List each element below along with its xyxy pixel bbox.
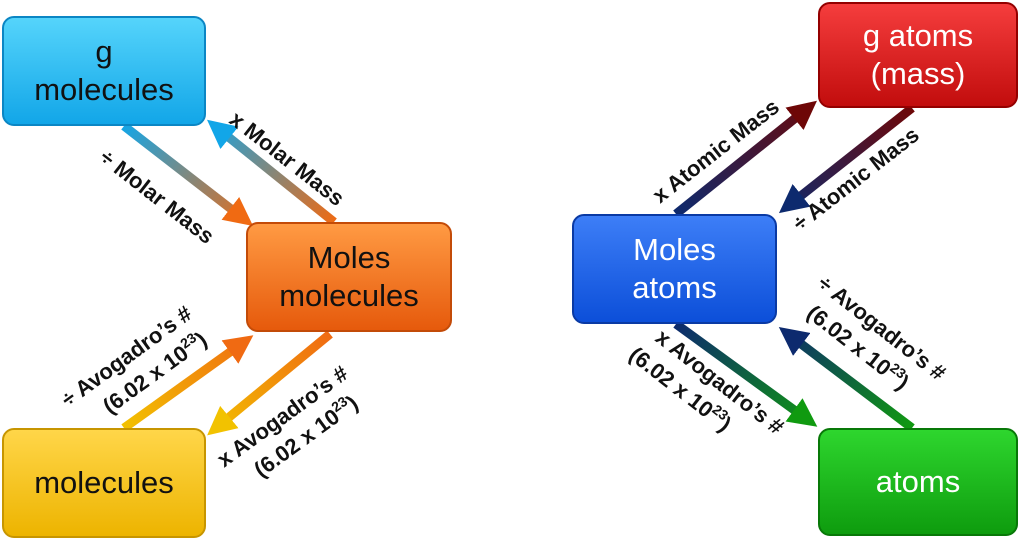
box-moles-molecules-line1: Moles <box>307 240 391 276</box>
arrow-moles-to-atoms <box>673 320 818 427</box>
label-x-avogadro: x Avogadro’s # (6.02 x 1023) <box>212 361 362 483</box>
box-g-molecules-line1: g <box>95 34 113 70</box>
box-g-molecules-line2: molecules <box>34 72 174 107</box>
label-atoms-div-avogadro: ÷ Avogadro’s # (6.02 x 1023) <box>802 270 950 395</box>
box-g-atoms-line1: g atoms <box>862 18 974 54</box>
box-moles-molecules-line2: molecules <box>279 278 419 313</box>
box-g-atoms-line2: (mass) <box>870 56 966 91</box>
arrow-moles-to-g-molecules <box>207 119 337 226</box>
label-x-molar-mass: x Molar Mass <box>225 106 349 211</box>
box-g-atoms: g atoms (mass) <box>818 2 1018 108</box>
arrow-atoms-to-moles <box>778 327 915 432</box>
arrow-molecules-to-moles <box>121 335 254 432</box>
box-molecules-line1: molecules <box>34 465 174 501</box>
box-atoms-line1: atoms <box>875 464 961 500</box>
box-moles-atoms: Moles atoms <box>572 214 777 324</box>
box-g-molecules: g molecules <box>2 16 206 126</box>
box-atoms: atoms <box>818 428 1018 536</box>
box-moles-molecules: Moles molecules <box>246 222 452 332</box>
label-div-atomic-mass: ÷ Atomic Mass <box>788 122 924 236</box>
arrow-g-molecules-to-moles <box>121 122 254 227</box>
label-x-atomic-mass: x Atomic Mass <box>648 94 784 208</box>
box-moles-atoms-line2: atoms <box>632 270 717 305</box>
box-moles-atoms-line1: Moles <box>633 232 716 268</box>
label-div-molar-mass: ÷ Molar Mass <box>95 144 219 249</box>
arrow-moles-to-g-atoms <box>673 100 817 218</box>
arrow-g-atoms-to-moles <box>778 104 915 214</box>
arrow-moles-to-molecules <box>207 330 333 436</box>
box-molecules: molecules <box>2 428 206 538</box>
